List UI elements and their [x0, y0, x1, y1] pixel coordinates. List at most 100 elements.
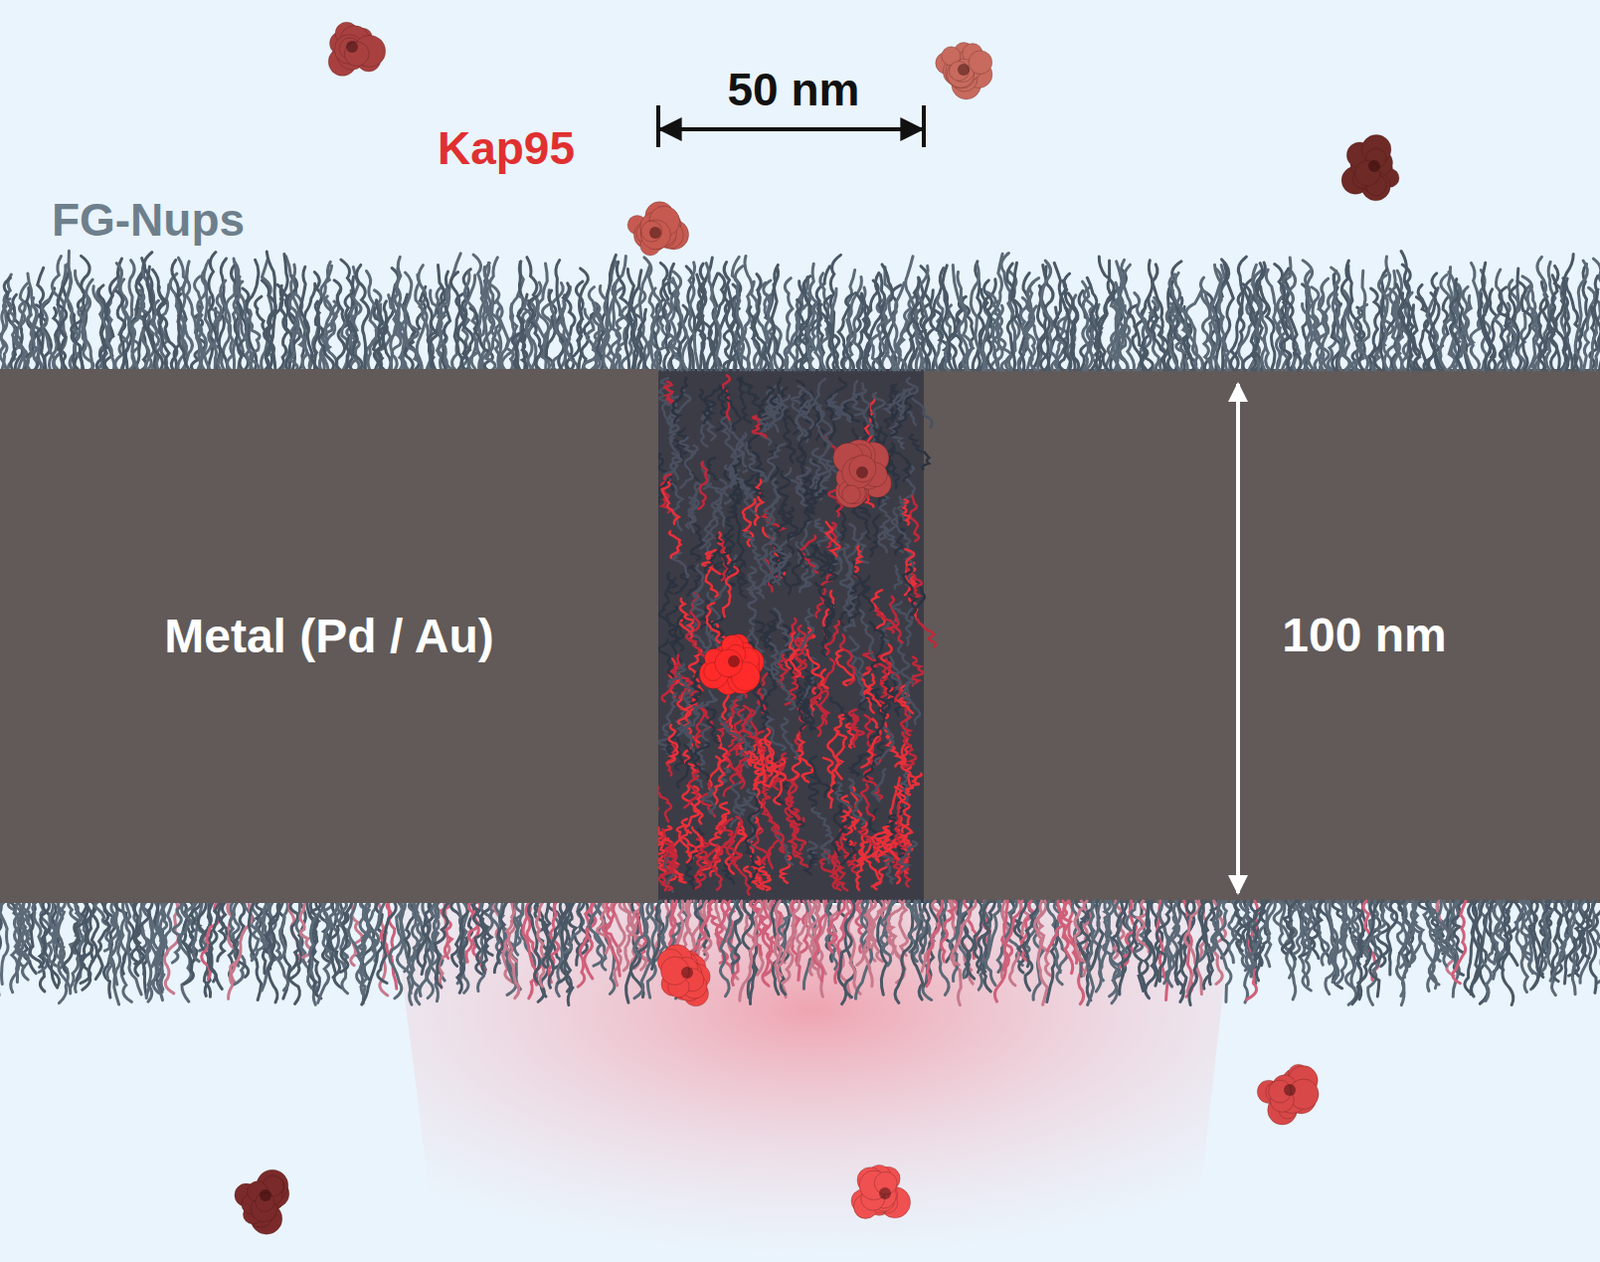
fg-nup-strand — [881, 830, 892, 854]
fg-nup-strand — [1555, 254, 1574, 370]
fg-nup-strand — [832, 857, 845, 890]
fg-nup-strand — [1435, 297, 1449, 370]
fg-nup-strand — [1318, 278, 1329, 370]
fg-nup-strand — [885, 389, 905, 414]
fg-nup-strand — [636, 309, 649, 370]
fg-nup-strand — [858, 658, 865, 702]
fg-nup-strand — [1470, 262, 1490, 370]
fg-nup-strand — [799, 757, 814, 783]
fg-nup-strand — [164, 900, 178, 994]
fg-nup-strand — [810, 491, 827, 513]
fg-nup-strand — [116, 291, 126, 371]
fg-nup-strand — [786, 779, 801, 820]
fg-nup-strand — [739, 900, 763, 1001]
fg-nup-strand — [818, 687, 829, 736]
fg-nup-strand — [884, 856, 894, 884]
fg-nup-strand — [1265, 900, 1276, 967]
slab-label: Metal (Pd / Au) — [164, 608, 495, 664]
kap95-protein — [234, 1169, 290, 1235]
fg-nup-strand — [737, 377, 759, 399]
fg-nup-strand — [1579, 900, 1597, 964]
fg-nup-strand — [805, 851, 817, 875]
fg-nup-strand — [1210, 269, 1231, 370]
fg-nup-strand — [135, 900, 153, 964]
fg-nup-strand — [862, 575, 874, 611]
fg-nup-strand — [726, 493, 738, 522]
fg-nup-strand — [705, 385, 721, 419]
fg-nup-strand — [731, 900, 742, 964]
fg-nup-brushes — [0, 250, 1600, 1005]
fg-nup-strand — [689, 483, 700, 534]
fg-nup-strand — [1169, 274, 1204, 370]
fg-nup-strand — [1387, 900, 1398, 975]
fg-nup-strand — [675, 565, 694, 594]
fg-nup-strand — [711, 843, 728, 889]
fg-nup-strand — [895, 803, 907, 848]
fg-nup-strand — [788, 509, 813, 541]
fg-nup-strand — [775, 678, 796, 711]
fg-nup-strand — [774, 633, 800, 669]
fg-nup-strand — [398, 303, 422, 370]
fg-nup-strand — [480, 900, 491, 972]
fg-nup-strand — [1087, 900, 1102, 1006]
fg-nup-strand — [699, 462, 709, 510]
fg-nup-strand — [809, 756, 830, 797]
fg-nup-strand — [1409, 305, 1422, 370]
fg-nup-strand — [684, 763, 700, 808]
fg-nup-strand — [157, 900, 174, 990]
fg-nup-strand — [861, 293, 873, 370]
fg-nup-strand — [668, 279, 690, 370]
fg-nup-strand — [863, 778, 883, 800]
fg-nup-strand — [438, 288, 453, 370]
fg-nup-strand — [740, 714, 749, 756]
fg-nup-strand — [723, 816, 742, 865]
fg-nup-strand — [667, 572, 678, 594]
fg-nup-strand — [1361, 270, 1370, 370]
fg-nup-strand — [745, 797, 760, 846]
fg-nup-strand — [559, 307, 578, 370]
fg-nup-strand — [840, 380, 858, 420]
fg-nup-strand — [755, 621, 773, 651]
fg-nup-strand — [982, 253, 1003, 370]
fg-nup-strand — [912, 614, 936, 647]
fg-nup-strand — [177, 257, 202, 370]
fg-nup-strand — [912, 657, 924, 687]
fg-nup-strand — [1054, 262, 1071, 370]
fg-nup-strand — [876, 608, 894, 633]
fg-nup-strand — [771, 267, 784, 370]
fg-nup-strand — [862, 394, 874, 433]
fg-nup-strand — [1027, 282, 1042, 370]
fg-nup-strand — [758, 867, 771, 889]
fg-nup-strand — [792, 549, 804, 586]
protein-label: Kap95 — [437, 121, 575, 176]
fg-nup-strand — [605, 900, 620, 976]
kap95-protein — [658, 944, 712, 1007]
fg-nup-strand — [1478, 293, 1496, 370]
fg-nup-strand — [396, 900, 413, 1005]
fg-nup-strand — [824, 296, 840, 371]
fg-nup-strand — [994, 900, 1022, 1002]
fg-nup-strand — [899, 900, 908, 956]
fg-nup-strand — [820, 444, 833, 480]
fg-nup-strand — [701, 502, 718, 549]
fg-nup-strand — [841, 839, 857, 866]
fg-nup-strand — [658, 640, 676, 680]
fg-nup-strand — [719, 900, 737, 997]
fg-nup-strand — [1007, 262, 1017, 370]
fg-nup-strand — [1286, 900, 1296, 959]
fg-nup-strand — [1481, 262, 1491, 370]
width-arrow — [660, 127, 922, 132]
fg-nup-strand — [743, 532, 759, 560]
fg-nup-strand — [703, 789, 716, 815]
fg-nup-strand — [626, 900, 650, 1003]
kap95-protein — [1256, 1064, 1319, 1125]
fg-nup-strand — [1591, 258, 1600, 370]
fg-nup-strand — [734, 266, 750, 371]
fg-nup-strand — [783, 415, 795, 463]
fg-nup-strand — [680, 598, 695, 631]
fg-nup-strand — [707, 602, 720, 643]
fg-nup-strand — [799, 562, 818, 593]
fg-nup-strand — [1067, 293, 1079, 370]
fg-nup-strand — [700, 389, 710, 424]
fg-nup-strand — [1378, 275, 1388, 370]
